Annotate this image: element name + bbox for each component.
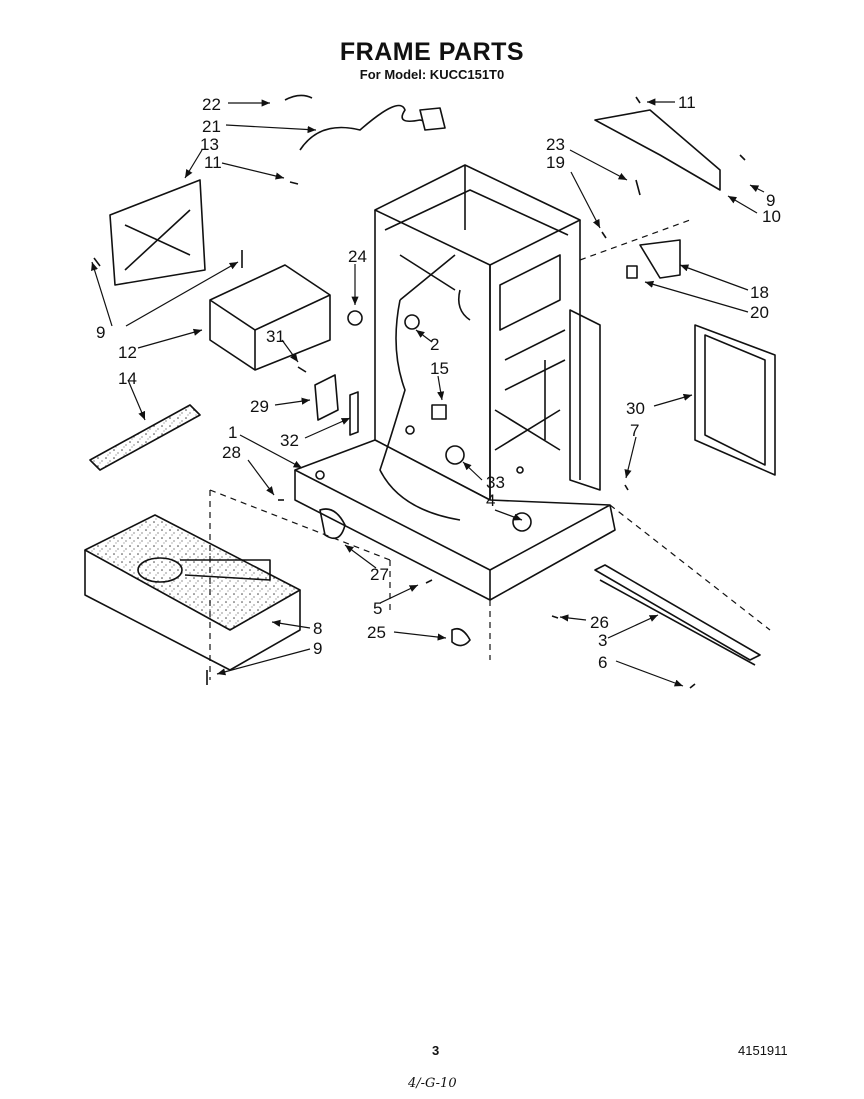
callout-10: 10 xyxy=(762,207,781,226)
left-panel-13 xyxy=(109,179,206,286)
callout-8: 8 xyxy=(313,619,322,638)
callout-3: 3 xyxy=(598,631,607,650)
bracket-10 xyxy=(594,109,721,191)
callout-22: 22 xyxy=(202,95,221,114)
callout-27: 27 xyxy=(370,565,389,584)
cabinet-base xyxy=(294,425,616,601)
callout-25: 25 xyxy=(367,623,386,642)
screws xyxy=(93,96,746,689)
power-cord-21 xyxy=(299,104,441,151)
callout-20: 20 xyxy=(750,303,769,322)
callout-11: 11 xyxy=(678,93,696,112)
strip-14 xyxy=(89,404,201,471)
bottom-tray-8 xyxy=(84,514,301,671)
callout-6: 6 xyxy=(598,653,607,672)
callout-11: 11 xyxy=(204,153,222,172)
callout-5: 5 xyxy=(373,599,382,618)
callout-28: 28 xyxy=(222,443,241,462)
callout-19: 19 xyxy=(546,153,565,172)
callout-23: 23 xyxy=(546,135,565,154)
model-subtitle: For Model: KUCC151T0 xyxy=(359,67,505,82)
callout-13: 13 xyxy=(200,135,219,154)
callout-33: 33 xyxy=(486,473,505,492)
callout-26: 26 xyxy=(590,613,609,632)
callout-15: 15 xyxy=(430,359,449,378)
page-number: 3 xyxy=(432,1043,440,1058)
callout-31: 31 xyxy=(266,327,285,346)
callout-9: 9 xyxy=(313,639,322,658)
cabinet-tower xyxy=(374,164,601,501)
callout-30: 30 xyxy=(626,399,645,418)
part-number: 4151911 xyxy=(738,1043,788,1058)
callout-24: 24 xyxy=(348,247,367,266)
callout-9: 9 xyxy=(96,323,105,342)
callout-12: 12 xyxy=(118,343,137,362)
callout-32: 32 xyxy=(280,431,299,450)
callout-9: 9 xyxy=(766,191,775,210)
side-panel-30 xyxy=(694,324,776,476)
callout-2: 2 xyxy=(430,335,439,354)
callout-labels: 2221131191214312932128242153342752625231… xyxy=(96,93,781,672)
rail-3 xyxy=(594,564,761,666)
callout-4: 4 xyxy=(486,491,495,510)
page-title: FRAME PARTS xyxy=(339,38,525,66)
callout-14: 14 xyxy=(118,369,137,388)
callout-1: 1 xyxy=(228,423,237,442)
callout-21: 21 xyxy=(202,117,221,136)
callout-18: 18 xyxy=(750,283,769,302)
handwritten-note: 4/-G-10 xyxy=(408,1076,457,1091)
cover-12 xyxy=(209,264,331,371)
callout-29: 29 xyxy=(250,397,269,416)
callout-7: 7 xyxy=(630,421,639,440)
